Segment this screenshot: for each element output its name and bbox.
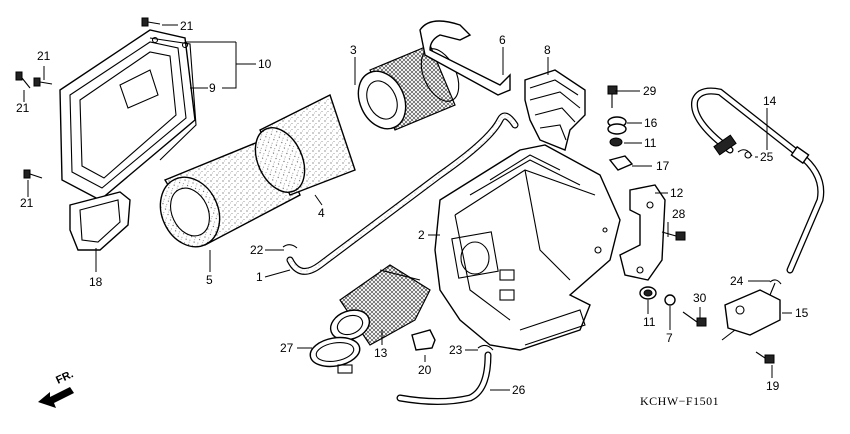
part-label-19: 19 bbox=[766, 379, 780, 393]
diagram-code: KCHW−F1501 bbox=[640, 394, 719, 408]
part-label-12: 12 bbox=[670, 186, 684, 200]
clip-25[interactable] bbox=[737, 149, 753, 159]
filter-element-inner[interactable] bbox=[246, 94, 356, 200]
part-label-10: 10 bbox=[258, 57, 272, 71]
bolt-21-a[interactable] bbox=[141, 17, 161, 27]
bolt-29[interactable] bbox=[607, 85, 618, 108]
bolt-21-c[interactable] bbox=[15, 71, 31, 89]
cover-seal[interactable] bbox=[149, 37, 197, 161]
leader-lines bbox=[23, 24, 792, 391]
intake-duct-cover[interactable] bbox=[69, 191, 131, 251]
air-cleaner-case[interactable] bbox=[434, 144, 621, 351]
breather-hose[interactable] bbox=[286, 112, 519, 275]
grommet-16[interactable] bbox=[607, 116, 627, 135]
part-label-15: 15 bbox=[795, 306, 809, 320]
part-label-7: 7 bbox=[666, 331, 673, 345]
hose-clamp[interactable] bbox=[308, 334, 362, 374]
part-label-16: 16 bbox=[644, 116, 658, 130]
clip-23[interactable] bbox=[477, 344, 494, 351]
part-label-20: 20 bbox=[418, 363, 432, 377]
part-label-28: 28 bbox=[672, 207, 686, 221]
clip-22[interactable] bbox=[282, 244, 298, 249]
drain-hose[interactable] bbox=[396, 351, 492, 405]
bolt-30[interactable] bbox=[682, 311, 707, 327]
part-label-5: 5 bbox=[206, 273, 213, 287]
clip-20[interactable] bbox=[411, 329, 436, 351]
part-label-6: 6 bbox=[499, 33, 506, 47]
bracket[interactable] bbox=[619, 184, 666, 281]
part-label-11: 11 bbox=[644, 136, 657, 150]
part-label-21: 21 bbox=[180, 19, 194, 33]
collar-11-a[interactable] bbox=[609, 137, 623, 147]
air-cleaner-cover[interactable] bbox=[59, 29, 196, 201]
breather-tube[interactable] bbox=[690, 87, 825, 274]
intake-duct[interactable] bbox=[326, 264, 431, 346]
part-label-18: 18 bbox=[89, 275, 103, 289]
part-label-4: 4 bbox=[318, 206, 325, 220]
part-label-21: 21 bbox=[37, 49, 51, 63]
bolt-19[interactable] bbox=[755, 351, 775, 364]
part-label-9: 9 bbox=[209, 81, 216, 95]
part-label-24: 24 bbox=[730, 274, 744, 288]
part-label-11: 11 bbox=[643, 315, 656, 329]
part-label-14: 14 bbox=[763, 94, 777, 108]
part-label-25: 25 bbox=[760, 150, 774, 164]
part-label-13: 13 bbox=[374, 346, 388, 360]
part-label-29: 29 bbox=[643, 84, 657, 98]
washer-7[interactable] bbox=[664, 294, 676, 306]
collar-11-b[interactable] bbox=[639, 286, 657, 300]
front-direction-arrow: FR. bbox=[38, 368, 75, 408]
front-direction-label: FR. bbox=[54, 368, 75, 386]
part-label-1: 1 bbox=[256, 270, 263, 284]
breather-separator[interactable] bbox=[721, 282, 781, 341]
nut-17[interactable] bbox=[608, 155, 634, 171]
part-label-8: 8 bbox=[544, 43, 551, 57]
part-label-17: 17 bbox=[656, 159, 670, 173]
part-label-3: 3 bbox=[350, 43, 357, 57]
bolt-28[interactable] bbox=[661, 231, 686, 241]
part-label-23: 23 bbox=[449, 343, 463, 357]
strap-band[interactable] bbox=[419, 20, 511, 96]
part-label-21: 21 bbox=[20, 196, 34, 210]
bolt-21-b[interactable] bbox=[33, 77, 53, 87]
part-label-27: 27 bbox=[280, 341, 294, 355]
part-label-2: 2 bbox=[418, 228, 425, 242]
part-label-21: 21 bbox=[16, 101, 30, 115]
part-label-30: 30 bbox=[693, 291, 707, 305]
clip-24[interactable] bbox=[769, 279, 782, 285]
filter-screen[interactable] bbox=[349, 43, 466, 137]
part-label-26: 26 bbox=[512, 383, 526, 397]
bolt-21-d[interactable] bbox=[23, 169, 43, 179]
part-label-22: 22 bbox=[250, 243, 264, 257]
connecting-tube[interactable] bbox=[524, 69, 586, 151]
